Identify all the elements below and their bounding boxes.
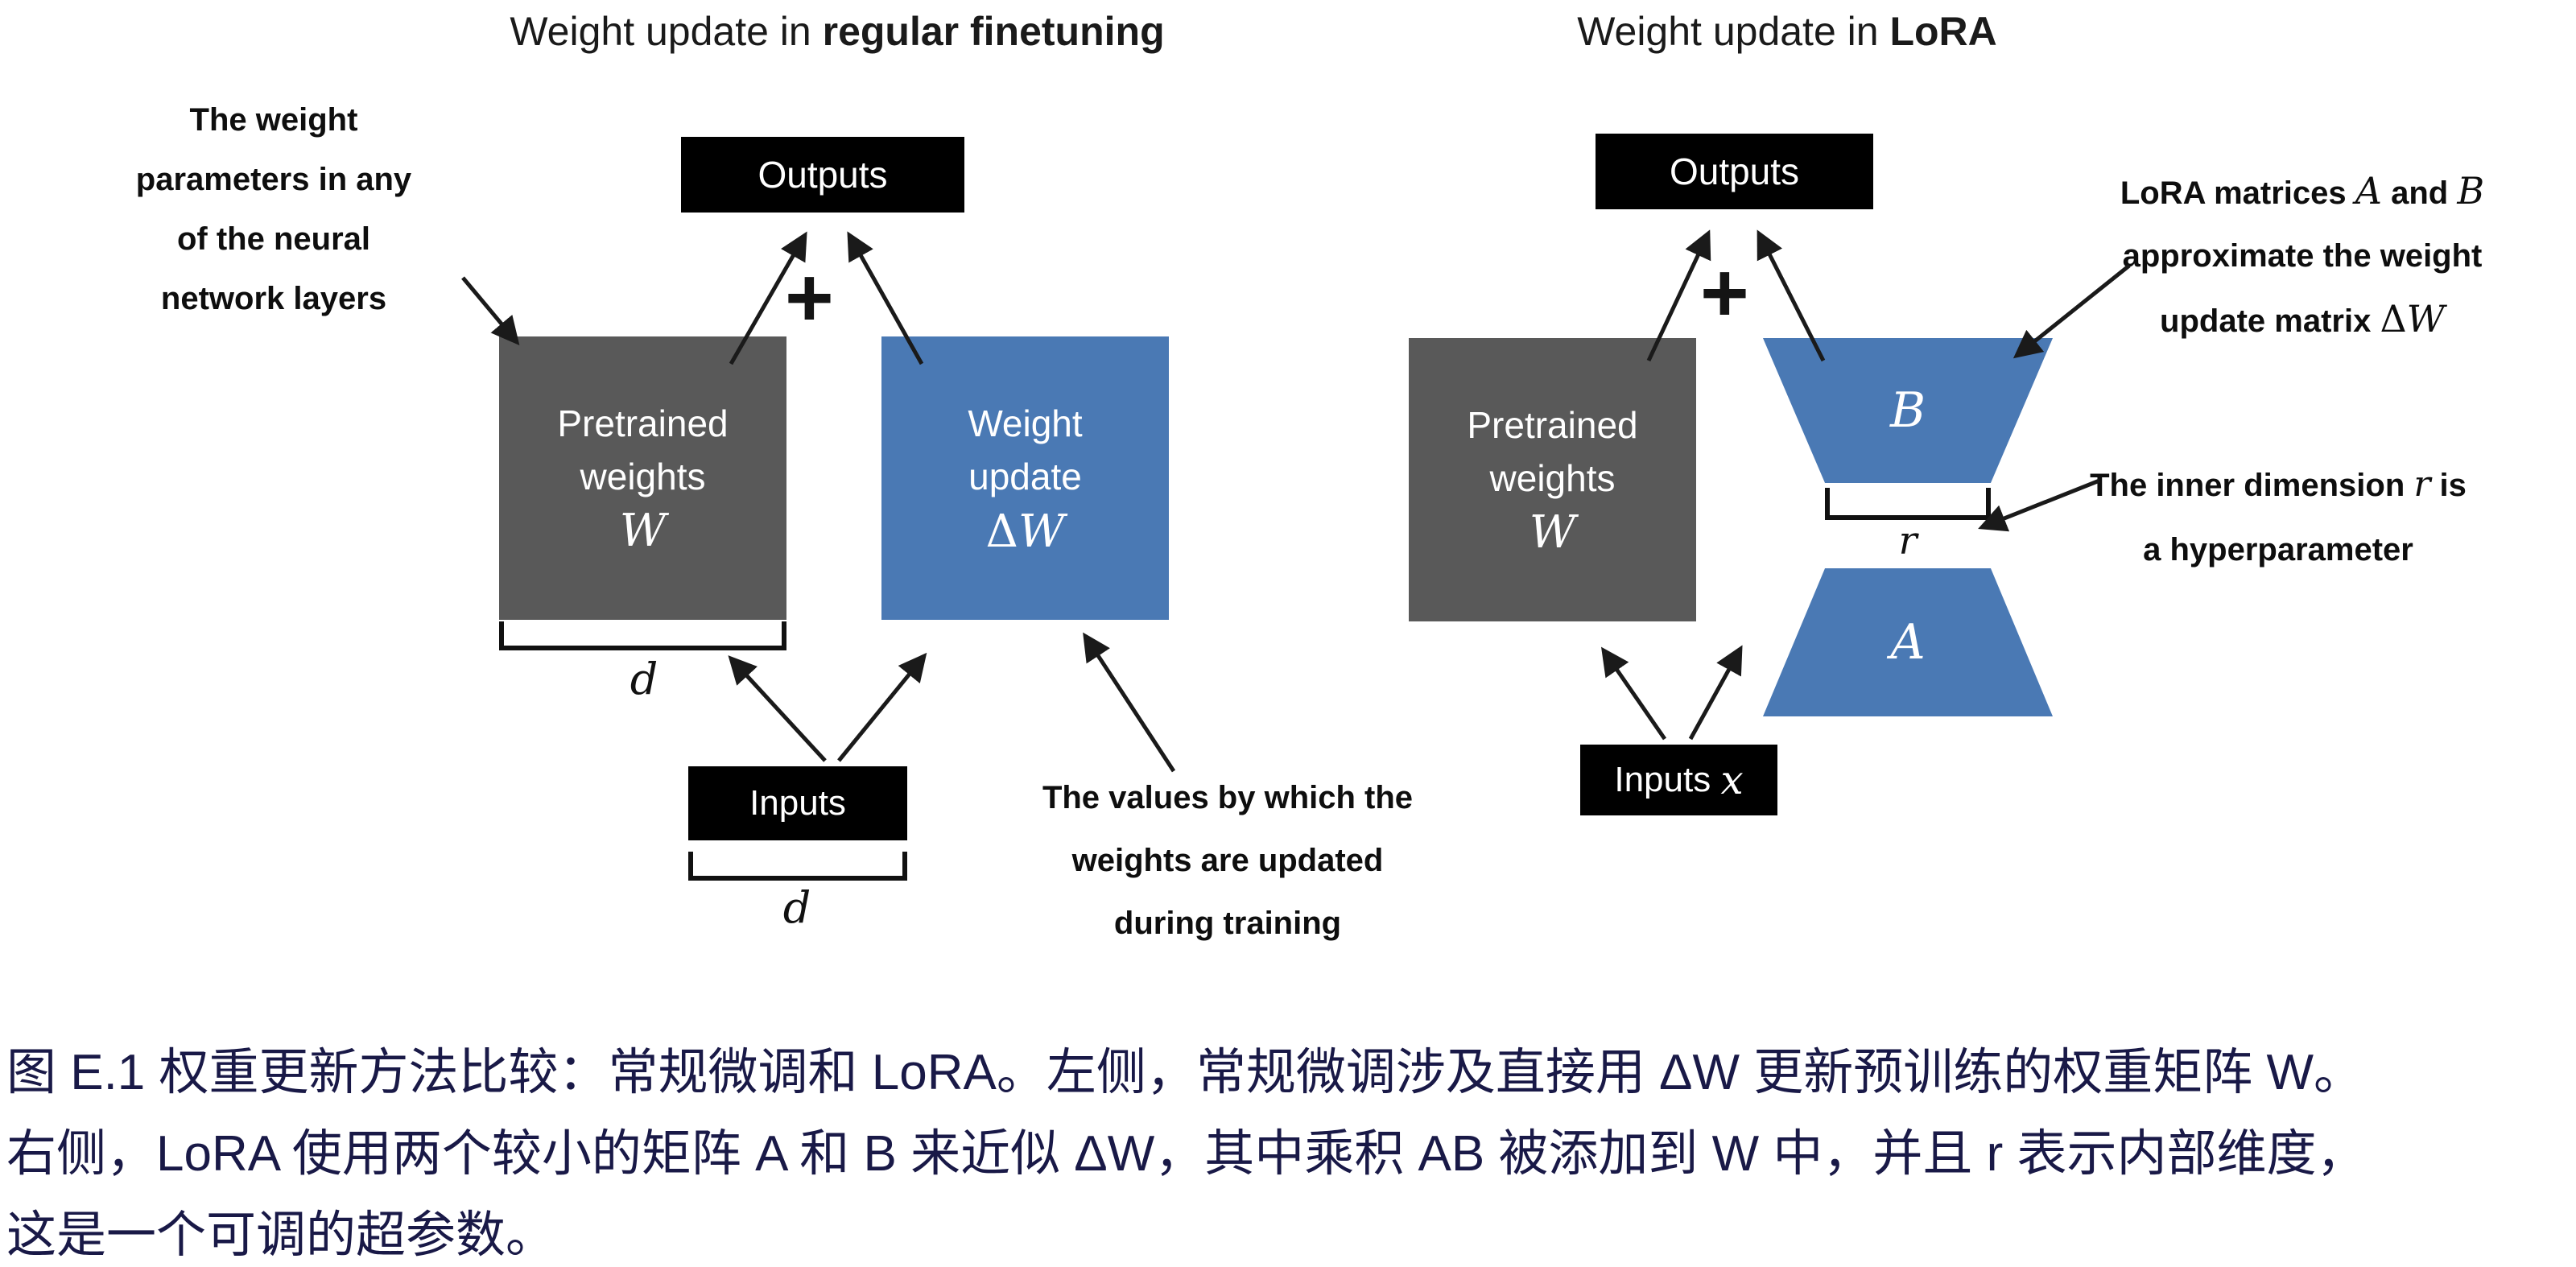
lora-l1a: LoRA matrices [2120, 175, 2355, 211]
caption-line1: 图 E.1 权重更新方法比较：常规微调和 LoRA。左侧，常规微调涉及直接用 Δ… [6, 1045, 2363, 1100]
lora-l3a: update matrix [2160, 303, 2380, 339]
title-left-prefix: Weight update in [510, 9, 823, 54]
arrow-values-annotation-to-update [1083, 632, 1176, 773]
annotation-inner-dimension: The inner dimension r is a hyperparamete… [2061, 452, 2496, 582]
arrow-inputs-to-a-matrix [1688, 645, 1743, 741]
pretrained-line1-left: Pretrained [557, 402, 729, 444]
title-right-prefix: Weight update in [1577, 9, 1890, 54]
pretrained-symbol-left: W [619, 505, 667, 557]
rank-l1a: The inner dimension [2090, 468, 2414, 503]
rank-r-glyph: r [2413, 464, 2431, 505]
annotation-values-line2: weights are updated [1071, 843, 1384, 878]
annotation-lora-line1: LoRA matrices A and B [2077, 159, 2528, 225]
pretrained-weights-box-left: Pretrained weights W [499, 336, 786, 620]
arrow-inputs-to-update-left [837, 652, 927, 762]
annotation-lora-line2: approximate the weight [2122, 238, 2483, 274]
outputs-box-right: Outputs [1596, 134, 1873, 209]
w-glyph: W [1018, 505, 1065, 558]
delta-glyph: Δ [985, 505, 1018, 558]
inputs-label-right: Inputs [1614, 760, 1711, 799]
rank-l1c: is [2430, 468, 2467, 503]
outputs-label-right: Outputs [1669, 151, 1800, 192]
inputs-box-left: Inputs [688, 766, 907, 840]
matrix-b-label: B [1889, 382, 1926, 439]
annotation-lora-line3: update matrix ΔW [2077, 287, 2528, 353]
inputs-label-left: Inputs [749, 783, 846, 823]
annotation-weight-parameters-line1: The weight [189, 102, 358, 138]
weight-update-box: Weight update ΔW [881, 336, 1169, 620]
caption-line2: 右侧，LoRA 使用两个较小的矩阵 A 和 B 来近似 ΔW，其中乘积 AB 被… [6, 1126, 2367, 1182]
d-bracket-inputs [688, 852, 907, 881]
d-bracket-weights [499, 621, 786, 650]
annotation-weight-update-values: The values by which the weights are upda… [994, 766, 1461, 955]
lora-B-glyph: B [2457, 169, 2485, 213]
caption-line3: 这是一个可调的超参数。 [6, 1207, 556, 1263]
annotation-weight-parameters: The weight parameters in any of the neur… [64, 90, 483, 328]
annotation-rank-line2: a hyperparameter [2143, 532, 2413, 567]
pretrained-line1-right: Pretrained [1467, 404, 1638, 446]
matrix-a-label: A [1890, 614, 1926, 671]
plus-sign-right: + [1700, 246, 1749, 340]
weight-update-line1: Weight [968, 402, 1083, 444]
title-left: Weight update in regular finetuning [435, 8, 1240, 55]
title-right: Weight update in LoRA [1417, 8, 2157, 55]
lora-a-trapezoid: A [1763, 568, 2053, 716]
lora-W-glyph: W [2406, 297, 2445, 340]
title-right-bold: LoRA [1889, 9, 1997, 54]
inputs-box-right: Inputs x [1580, 745, 1777, 815]
inputs-x-symbol: x [1720, 757, 1744, 803]
figure-caption: 图 E.1 权重更新方法比较：常规微调和 LoRA。左侧，常规微调涉及直接用 Δ… [6, 1032, 2574, 1267]
r-bracket [1825, 488, 1991, 520]
title-left-bold: regular finetuning [822, 9, 1165, 54]
annotation-weight-parameters-line2: parameters in any [135, 162, 412, 197]
lora-delta-glyph: Δ [2380, 297, 2407, 340]
weight-update-line2: update [968, 455, 1082, 497]
lora-b-trapezoid: B [1763, 338, 2053, 483]
annotation-weight-parameters-line4: network layers [160, 281, 387, 316]
annotation-lora-matrices: LoRA matrices A and B approximate the we… [2077, 159, 2528, 353]
annotation-values-line1: The values by which the [1042, 780, 1414, 815]
d-label-inputs: d [782, 882, 811, 933]
lora-l1c: and [2382, 175, 2458, 211]
annotation-weight-parameters-line3: of the neural [176, 221, 371, 257]
outputs-label-left: Outputs [758, 154, 888, 196]
plus-sign-left: + [785, 251, 834, 345]
d-label-weights: d [630, 654, 658, 704]
annotation-values-line3: during training [1113, 906, 1342, 941]
lora-A-glyph: A [2355, 169, 2382, 213]
r-label: r [1898, 518, 1918, 563]
weight-update-symbol: ΔW [985, 503, 1064, 560]
outputs-box-left: Outputs [681, 137, 964, 213]
pretrained-symbol-right: W [1529, 506, 1576, 559]
pretrained-weights-box-right: Pretrained weights W [1409, 338, 1696, 621]
arrow-inputs-to-pretrained-right [1601, 646, 1667, 741]
annotation-rank-line1: The inner dimension r is [2061, 452, 2496, 518]
pretrained-line2-left: weights [580, 456, 706, 497]
arrow-inputs-to-pretrained-left [728, 655, 827, 762]
pretrained-line2-right: weights [1489, 457, 1616, 499]
